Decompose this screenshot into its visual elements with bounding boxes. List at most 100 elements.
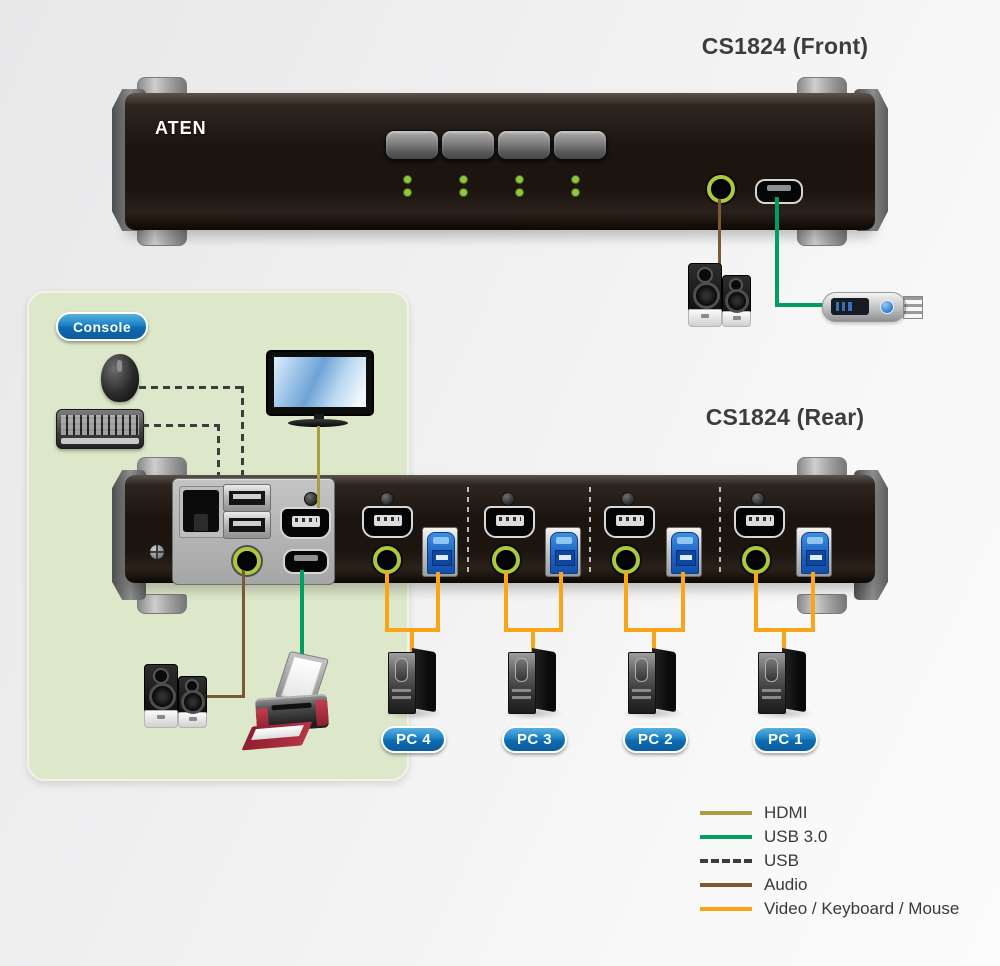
vkm-cable-pc4 [436,572,440,630]
usb-b-contact [436,555,448,560]
audio-cable-front [718,199,721,265]
vkm-cable-pc2 [681,572,685,630]
tower-front [628,652,656,714]
front-audio-jack [707,175,735,203]
legend-label: USB [764,851,799,870]
vkm-cable-pc4 [410,630,414,652]
keyboard-icon [56,409,144,449]
pc2-audio-jack [612,546,640,574]
tower-drive-bay [762,689,781,692]
speaker-base [144,710,178,728]
console-audio-jack [233,547,261,575]
speakers-icon-front [688,263,752,327]
console-port-panel [172,478,335,585]
printer-icon [241,650,338,752]
legend-label: Video / Keyboard / Mouse [764,899,960,918]
device-foot [137,594,187,614]
section-divider [467,487,469,577]
port-select-button-4 [553,130,607,160]
usb-b-plug [801,532,829,574]
panel-screw [380,492,394,506]
usb-b-slot [555,550,575,566]
tower-drive-bay [632,696,651,699]
pc1-usb-b-port [796,527,832,577]
woofer [181,690,205,714]
pc1-label: PC 1 [753,726,818,753]
audio-cable-rear-horizontal [204,695,245,698]
legend-row: Video / Keyboard / Mouse [700,897,1000,921]
legend: HDMI USB 3.0 USB Audio Video / Keyboard … [700,801,1000,921]
rj45-port [183,490,219,532]
port1-led [404,176,411,183]
usb-b-contact [680,555,692,560]
tower-drive-bay [762,696,781,699]
legend-row: Audio [700,873,1000,897]
legend-row: USB [700,849,1000,873]
usb-keyboard-port [223,484,271,512]
vkm-cable-pc1 [782,630,786,652]
port3-led [516,176,523,183]
usb-port-tab [767,185,791,191]
usb-b-slot [676,550,696,566]
panel-screw [501,492,515,506]
hdmi-cable-monitor [317,426,320,508]
pc2-hdmi-port [604,506,655,538]
legend-swatch-hdmi [700,811,752,815]
tower-power-panel [765,658,778,682]
tweeter [153,668,169,684]
pc1-hdmi-port [734,506,785,538]
grounding-screw [150,545,164,559]
rj45-tab [194,514,208,531]
front-device: ATEN [110,73,890,248]
monitor-base [288,419,348,427]
console-hdmi-port [280,507,331,539]
usb-b-bar [556,537,572,544]
legend-swatch-usb [700,859,752,863]
vkm-cable-pc3 [531,630,535,652]
tower-drive-bay [392,696,411,699]
usb-b-bar [677,537,693,544]
rear-device [110,453,890,618]
device-foot [797,457,847,477]
port4-led [572,189,579,196]
usb-b-bar [433,537,449,544]
usb-b-contact [559,555,571,560]
tweeter [697,267,713,283]
pc1-tower-icon [752,648,814,720]
speaker-base [722,311,751,327]
woofer [725,289,749,313]
pc4-audio-jack [373,546,401,574]
usb-b-contact [810,555,822,560]
usb-port-tab [294,555,318,561]
section-divider [719,487,721,577]
port1-led [404,189,411,196]
console-usb3-port [283,549,329,574]
printer-output-tray [241,721,313,751]
usb-mouse-port [223,511,271,539]
device-foot [797,594,847,614]
tower-front [388,652,416,714]
pc2-label: PC 2 [623,726,688,753]
pc2-tower-icon [622,648,684,720]
console-label: Console [56,312,148,341]
aten-logo: ATEN [155,118,207,138]
panel-screw [304,492,318,506]
hdmi-pins [745,515,774,526]
usb-cable-mouse-horizontal [139,386,244,389]
speaker-port [188,717,197,721]
legend-swatch-usb3 [700,835,752,839]
legend-label: Audio [764,875,808,894]
pc3-hdmi-port [484,506,535,538]
audio-cable-rear-vertical [242,570,245,698]
keyboard-spacebar [61,438,139,444]
port2-led [460,189,467,196]
tower-drive-bay [392,689,411,692]
monitor-icon [266,350,374,428]
vkm-cable-pc1 [811,572,815,630]
port2-led [460,176,467,183]
vkm-cable-pc2 [652,630,656,652]
vkm-cable-pc3 [504,572,508,630]
speaker-port [732,316,741,320]
usb3-cable-front-horizontal [775,303,833,307]
